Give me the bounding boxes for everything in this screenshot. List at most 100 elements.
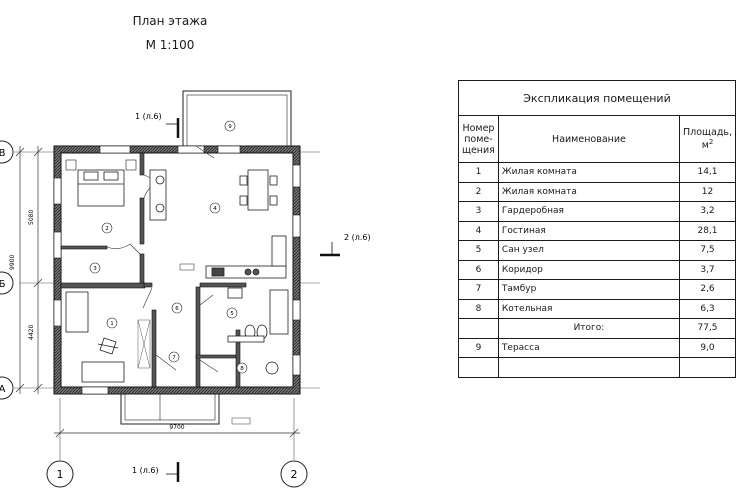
cell-area: 2,6 (679, 279, 736, 300)
kitchen-counter-icon (205, 235, 287, 279)
cell-name: Итого: (497, 318, 681, 339)
axis-v-circle (0, 140, 14, 164)
nightstand-icon (125, 159, 137, 171)
dim-left-upper: 5080 (28, 210, 35, 225)
bed-icon (77, 169, 125, 207)
cell-area: 14,1 (679, 162, 736, 183)
section-label-top: 1 (л.6) (135, 112, 162, 121)
nightstand-icon (65, 159, 77, 171)
cell-area: 7,5 (679, 240, 736, 261)
axis-label-row: В (0, 148, 6, 159)
axis-2-circle (280, 460, 308, 488)
room-tag-6 (171, 302, 183, 314)
cell-name (497, 357, 681, 378)
room-tag-text: 4 (213, 206, 217, 212)
cell-num: 8 (458, 298, 499, 319)
table-row-total: Итого: 77,5 (458, 318, 736, 339)
room-schedule-table: Экспликация помещений Номер поме- щения … (458, 80, 736, 378)
room-tag-text: 6 (175, 306, 179, 312)
chair-icon (97, 337, 119, 355)
header-num: Номер поме- щения (458, 115, 499, 163)
cell-area: 12 (679, 181, 736, 202)
room-tag-2 (101, 222, 113, 234)
room-tag-4 (209, 202, 221, 214)
axis-b-circle (0, 271, 14, 295)
room-tag-8 (236, 362, 248, 374)
section-label-bottom: 1 (л.6) (132, 466, 159, 475)
cell-num: 3 (458, 201, 499, 222)
cell-area: 6,3 (679, 298, 736, 319)
cell-name: Котельная (497, 298, 681, 319)
table-row: 2 Жилая комната 12 (458, 181, 736, 202)
sofa-icon (149, 169, 167, 221)
cell-name: Жилая комната (497, 181, 681, 202)
cell-num: 1 (458, 162, 499, 183)
section-mark-bottom (166, 462, 180, 482)
axis-label-col: 1 (57, 468, 64, 481)
header-name: Наименование (497, 115, 681, 163)
cell-num: 2 (458, 181, 499, 202)
table-row: 6 Коридор 3,7 (458, 259, 736, 280)
table-row-empty (458, 357, 736, 378)
axis-label-row: Б (0, 279, 6, 290)
cell-name: Сан узел (497, 240, 681, 261)
cell-num: 5 (458, 240, 499, 261)
room-tag-text: 5 (230, 311, 234, 317)
dim-left-lower: 4420 (28, 325, 35, 340)
axis-label-row: А (0, 384, 6, 395)
table-row: 4 Гостиная 28,1 (458, 220, 736, 241)
table-row: 3 Гардеробная 3,2 (458, 201, 736, 222)
cell-name: Коридор (497, 259, 681, 280)
room-tag-text: 2 (105, 226, 109, 232)
table-row: 7 Тамбур 2,6 (458, 279, 736, 300)
axis-1-circle (46, 460, 74, 488)
cell-area: 3,2 (679, 201, 736, 222)
plan-scale: М 1:100 (145, 38, 195, 52)
section-mark-right (320, 242, 340, 257)
dim-total-width: 9700 (169, 424, 184, 431)
desk-icon (65, 291, 125, 383)
room-tag-text: 3 (93, 266, 97, 272)
cell-num: 7 (458, 279, 499, 300)
room-tag-5 (226, 307, 238, 319)
section-label-right: 2 (л.6) (344, 233, 371, 242)
room-tag-text: 7 (172, 355, 176, 361)
table-row: 9 Терасса 9,0 (458, 337, 736, 358)
cell-name: Тамбур (497, 279, 681, 300)
room-tag-text: 1 (110, 321, 114, 327)
axis-a-circle (0, 376, 14, 400)
cell-area (679, 357, 736, 378)
bathroom-fixtures-icon (227, 287, 289, 375)
cell-num: 6 (458, 259, 499, 280)
header-area: Площадь, м2 (679, 115, 736, 163)
cell-area: 9,0 (679, 337, 736, 358)
dim-left-total: 9900 (9, 255, 16, 270)
table-row: 5 Сан узел 7,5 (458, 240, 736, 261)
room-tag-7 (168, 351, 180, 363)
axis-markers-rows (0, 140, 14, 400)
room-schedule: Экспликация помещений Номер поме- щения … (458, 80, 736, 378)
floor-plan: В Б А 1 2 9900 5080 4420 9700 (0, 90, 371, 488)
room-tag-text: 8 (240, 366, 244, 372)
cell-num: 9 (458, 337, 499, 358)
table-caption: Экспликация помещений (458, 80, 736, 116)
header-area-sup: 2 (708, 137, 714, 146)
room-tag-9 (224, 120, 236, 132)
terrace-top (182, 90, 292, 152)
dining-table-icon (239, 169, 278, 211)
cell-name: Жилая комната (497, 162, 681, 183)
cell-name: Гардеробная (497, 201, 681, 222)
cell-name: Гостиная (497, 220, 681, 241)
cell-num: 4 (458, 220, 499, 241)
note-box (231, 417, 251, 425)
room-tag-3 (89, 262, 101, 274)
cell-area: 77,5 (679, 318, 736, 339)
table-row: 1 Жилая комната 14,1 (458, 162, 736, 183)
header-area-text: Площадь, м (683, 126, 732, 152)
entrance-porch (120, 393, 220, 425)
room-tag-text: 9 (228, 124, 232, 130)
cell-area: 3,7 (679, 259, 736, 280)
plan-title: План этажа (132, 14, 208, 28)
table-row: 8 Котельная 6,3 (458, 298, 736, 319)
cell-name: Терасса (497, 337, 681, 358)
